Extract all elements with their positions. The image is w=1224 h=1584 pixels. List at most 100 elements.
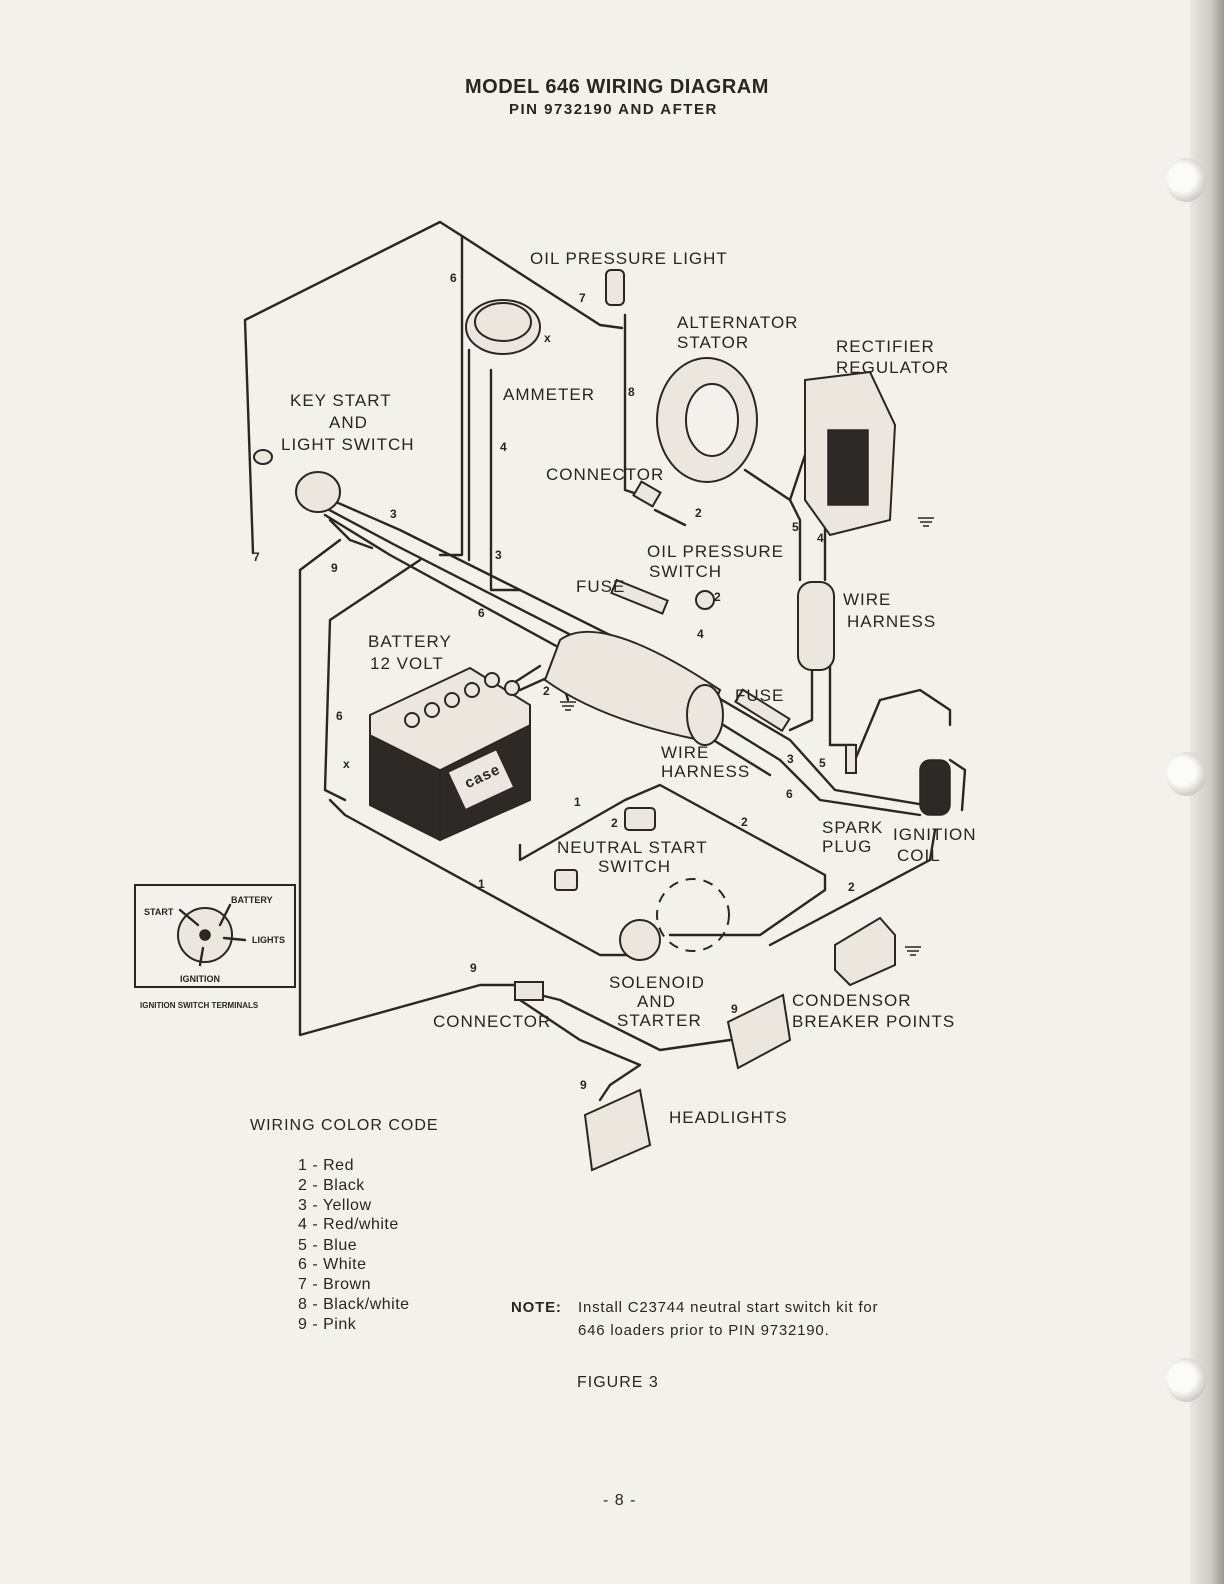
wire-number: 1 [478, 877, 485, 891]
label-solenoid: SOLENOID [609, 973, 705, 992]
neutral-switch-body [624, 807, 656, 831]
color-code-item: 3 - Yellow [298, 1197, 372, 1214]
wire-coil [948, 758, 967, 812]
fuse-2-body [734, 688, 791, 733]
label-oil-switch: SWITCH [649, 562, 723, 581]
wire-number: 9 [331, 561, 338, 575]
label-rectifier: RECTIFIER [836, 337, 935, 356]
figure-caption: FIGURE 3 [577, 1374, 659, 1391]
page-number: - 8 - [603, 1492, 637, 1509]
wire-number: 2 [714, 590, 721, 604]
label-fuse-2: FUSE [735, 686, 785, 705]
stator-inner [685, 383, 739, 457]
wire-number: 7 [579, 291, 586, 305]
label-oil-pressure-light: OIL PRESSURE LIGHT [530, 249, 728, 268]
wire-number: 7 [253, 550, 260, 564]
binder-hole [1166, 752, 1206, 796]
connector-bottom-body [514, 981, 544, 1001]
wire-number: 4 [817, 531, 824, 545]
wire-2-condensor [768, 828, 937, 947]
headlight-left [583, 1088, 652, 1172]
wire-4 [489, 368, 522, 592]
color-code-item: 5 - Blue [298, 1237, 358, 1254]
key-switch-body [295, 471, 341, 513]
page-subtitle: PIN 9732190 AND AFTER [509, 101, 718, 118]
color-code-item: 1 - Red [298, 1157, 354, 1174]
label-harness-right: HARNESS [847, 612, 937, 631]
label-regulator: REGULATOR [836, 358, 950, 377]
wire-harness-right-sleeve [797, 581, 835, 671]
wire-number: 6 [478, 606, 485, 620]
binder-hole [1166, 1358, 1206, 1402]
label-headlights: HEADLIGHTS [669, 1108, 788, 1127]
color-code-item: 6 - White [298, 1256, 367, 1273]
wire-9-headlights [538, 993, 732, 1052]
wire-number: 3 [495, 548, 502, 562]
label-oil-pressure: OIL PRESSURE [647, 542, 785, 561]
label-ignition: IGNITION [893, 825, 977, 844]
oil-light-body [605, 269, 625, 306]
solenoid-body [619, 919, 661, 961]
headlight-right [726, 993, 792, 1070]
wire-number: 6 [786, 787, 793, 801]
spark-plug-body [845, 744, 857, 774]
inset-start: START [144, 907, 174, 917]
wire-number: 2 [611, 816, 618, 830]
wire-number: 2 [543, 684, 550, 698]
wire-7-outer [243, 220, 464, 557]
label-connector-bottom: CONNECTOR [433, 1012, 552, 1031]
wire-number: 5 [819, 756, 826, 770]
binder-hole [1166, 158, 1206, 202]
color-code-item: 2 - Black [298, 1177, 365, 1194]
color-code-item: 4 - Red/white [298, 1216, 399, 1233]
starter-outline [656, 878, 730, 952]
inset-lights: LIGHTS [252, 935, 285, 945]
wire-spark [853, 688, 952, 762]
wire-number: 3 [390, 507, 397, 521]
condensor-body [834, 916, 896, 987]
label-coil: COIL [897, 846, 941, 865]
wire-number: 2 [741, 815, 748, 829]
wire-number: 4 [697, 627, 704, 641]
label-battery: BATTERY [368, 632, 452, 651]
ground-symbols [560, 517, 934, 956]
wire-number: 3 [787, 752, 794, 766]
color-code-item: 9 - Pink [298, 1316, 357, 1333]
color-code-heading: WIRING COLOR CODE [250, 1117, 439, 1134]
label-neutral-start: NEUTRAL START [557, 838, 708, 857]
label-ammeter: AMMETER [503, 385, 595, 404]
wire-9-left [298, 538, 522, 1037]
battery-label [448, 750, 513, 809]
terminal-x: x [343, 757, 350, 771]
wire-3 [328, 518, 374, 550]
color-code-item: 8 - Black/white [298, 1296, 410, 1313]
wire-number: 4 [500, 440, 507, 454]
wire-7-oil [460, 234, 624, 330]
harness-sleeve-end [686, 684, 724, 746]
connector-top-body [632, 480, 662, 508]
wire-9-headlight-2 [518, 998, 642, 1102]
wire-number: 6 [336, 709, 343, 723]
color-code-item: 7 - Brown [298, 1276, 371, 1293]
terminal-x: x [544, 331, 551, 345]
inset-caption: IGNITION SWITCH TERMINALS [140, 1001, 259, 1010]
label-connector-top: CONNECTOR [546, 465, 665, 484]
wire-number: 6 [450, 271, 457, 285]
wire-2-oil [653, 508, 687, 527]
label-alternator: ALTERNATOR [677, 313, 799, 332]
wire-number: 9 [731, 1002, 738, 1016]
wire-number: 9 [470, 961, 477, 975]
wire-1-top [510, 664, 542, 686]
label-spark: SPARK [822, 818, 884, 837]
inset-frame [134, 884, 296, 988]
label-fuse-1: FUSE [576, 577, 626, 596]
fuse-1-body [610, 578, 669, 615]
inset-ignition: IGNITION [180, 974, 220, 984]
page-title: MODEL 646 WIRING DIAGRAM [465, 76, 769, 98]
inset-battery: BATTERY [231, 895, 273, 905]
label-wire-center: WIRE [661, 743, 710, 762]
label-harness-center: HARNESS [661, 762, 751, 781]
note-line-2: 646 loaders prior to PIN 9732190. [578, 1322, 830, 1339]
wire-number: 9 [580, 1078, 587, 1092]
